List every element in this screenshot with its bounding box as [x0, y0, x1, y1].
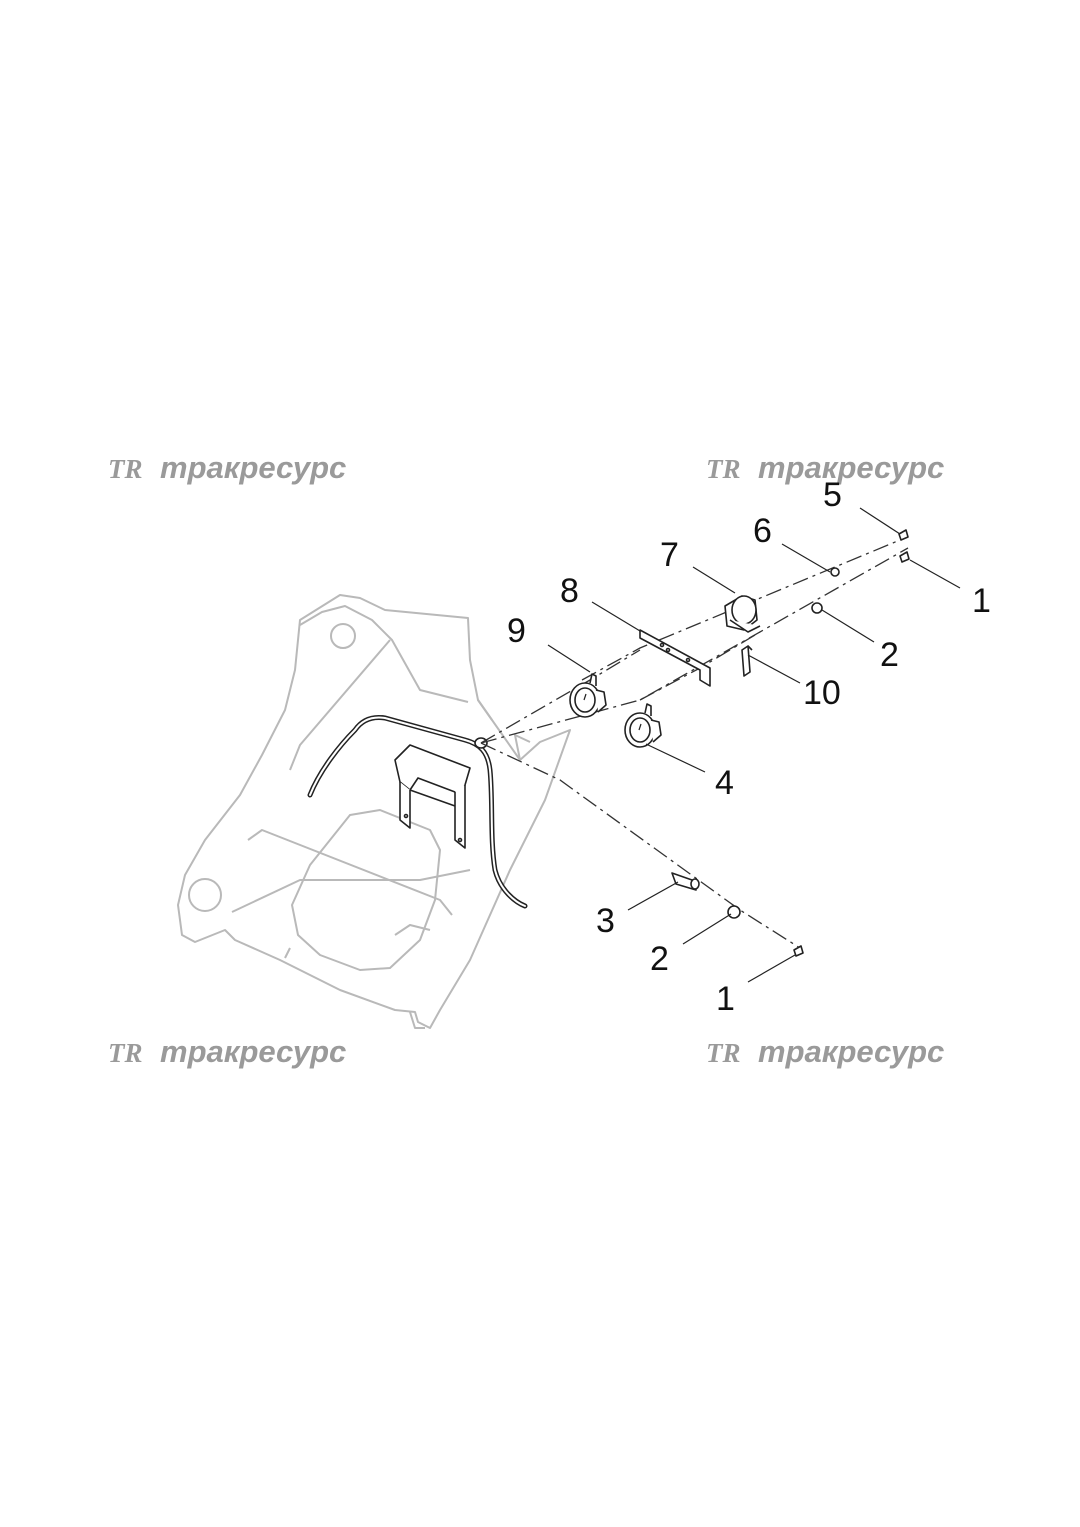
watermark-bottom-right: TR тракресурс — [706, 1034, 944, 1069]
washer-6 — [830, 567, 840, 577]
connector — [671, 872, 700, 891]
nut-1-bottom — [793, 945, 804, 957]
callout-4: 4 — [715, 764, 734, 802]
watermark-top-right: TR тракресурс — [706, 450, 944, 485]
fasteners — [727, 529, 910, 957]
leader-lines — [547, 507, 961, 983]
callout-10: 10 — [803, 674, 841, 712]
clip — [741, 645, 753, 677]
callout-9: 9 — [507, 612, 526, 650]
mounting-bracket — [394, 744, 471, 849]
frame-housing — [177, 594, 571, 1029]
watermark-text: тракресурс — [758, 450, 944, 485]
buzzer — [724, 595, 761, 633]
watermark-text: тракресурс — [758, 1034, 944, 1069]
callout-2-bottom: 2 — [650, 940, 669, 978]
watermark-logo: TR — [108, 454, 143, 484]
watermark-text: тракресурс — [160, 1034, 346, 1069]
callout-1-bottom: 1 — [716, 980, 735, 1018]
callout-6: 6 — [753, 512, 772, 550]
watermark-top-left: TR тракресурс — [108, 450, 346, 485]
washer-2-top — [811, 602, 823, 614]
callout-5: 5 — [823, 476, 842, 514]
cable-harness — [307, 715, 528, 909]
callout-3: 3 — [596, 902, 615, 940]
watermark-logo: TR — [108, 1038, 143, 1068]
mounting-plate — [639, 629, 711, 687]
horn-lower — [624, 703, 662, 748]
washer-2-bottom — [727, 905, 741, 919]
watermark-logo: TR — [706, 1038, 741, 1068]
bolt-5 — [898, 529, 909, 541]
horn-upper — [569, 673, 607, 718]
callout-1-top: 1 — [972, 582, 991, 620]
watermark-logo: TR — [706, 454, 741, 484]
watermark-bottom-left: TR тракресурс — [108, 1034, 346, 1069]
callout-8: 8 — [560, 572, 579, 610]
callout-7: 7 — [660, 536, 679, 574]
callout-labels: 5 6 7 8 9 1 2 10 4 3 2 1 — [507, 476, 991, 1018]
watermark-text: тракресурс — [160, 450, 346, 485]
bolt-1-top — [899, 551, 910, 563]
callout-2-top: 2 — [880, 636, 899, 674]
